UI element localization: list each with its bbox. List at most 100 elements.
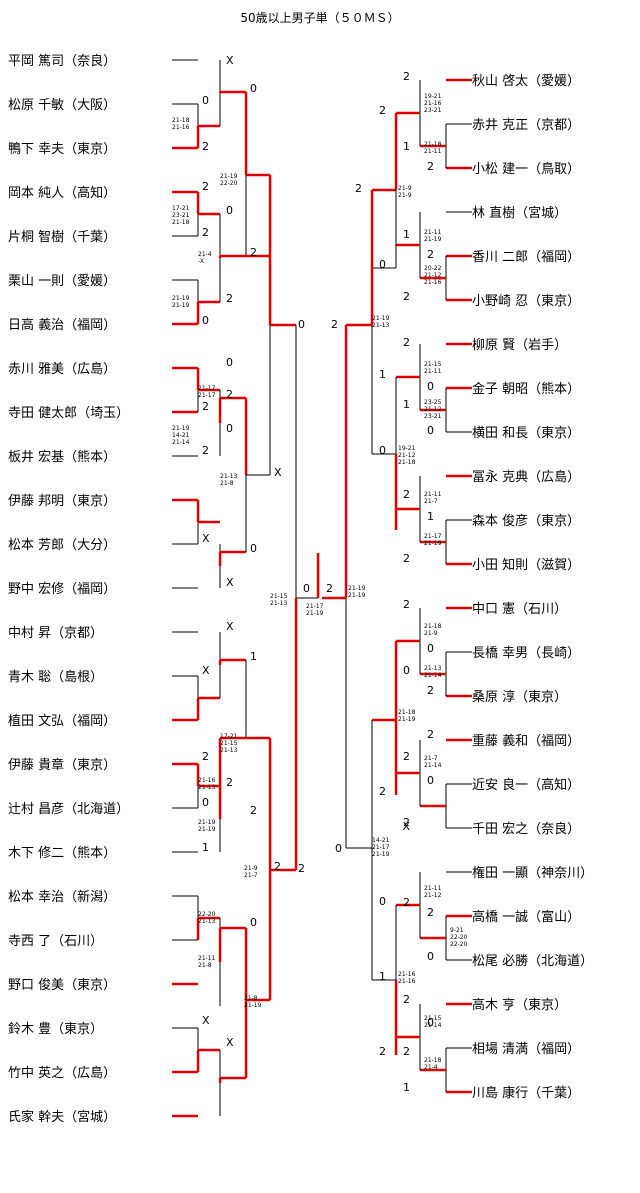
round3-score: 1 xyxy=(379,368,386,381)
player-name-left: 野口 俊美（東京） xyxy=(8,977,116,993)
round1-score: 0 xyxy=(427,642,434,655)
set-score: 23-21 xyxy=(424,413,442,420)
set-score: 21-19 xyxy=(220,173,238,180)
set-score: 14-21 xyxy=(172,432,190,439)
player-name-right: 森本 俊彦（東京） xyxy=(472,513,580,529)
player-name-left: 植田 文弘（福岡） xyxy=(8,714,116,729)
round2-score: 2 xyxy=(403,1045,410,1058)
set-score: 21-19 xyxy=(348,585,366,592)
round1-score: 1 xyxy=(427,510,434,523)
player-name-left: 日高 義治（福岡） xyxy=(8,317,116,333)
player-name-right: 金子 朝昭（熊本） xyxy=(472,381,580,397)
set-score: 21-13 xyxy=(220,473,238,480)
set-score: 21-17 xyxy=(372,844,390,851)
player-name-left: 野中 宏修（福岡） xyxy=(8,582,116,597)
round2-score: 2 xyxy=(427,906,434,919)
player-name-right: 小野崎 忍（東京） xyxy=(472,293,580,309)
round2-score: 2 xyxy=(403,750,410,763)
round3-score: 1 xyxy=(403,1081,410,1094)
round1-score: 1 xyxy=(202,841,209,854)
round1-score: 0 xyxy=(202,796,209,809)
set-score: 21-9 xyxy=(398,185,412,192)
set-score: 21-8 xyxy=(220,480,234,487)
set-score: 21-16 xyxy=(424,279,442,286)
player-name-right: 横田 和長（東京） xyxy=(472,425,580,441)
player-name-left: 鴨下 幸夫（東京） xyxy=(8,141,116,157)
set-score: 21-12 xyxy=(424,272,442,279)
walkover-mark: X xyxy=(202,664,210,677)
final-score-left: 0 xyxy=(303,582,310,595)
player-name-right: 相場 清満（福岡） xyxy=(472,1042,580,1057)
player-name-left: 寺田 健太郎（埼玉） xyxy=(8,406,129,421)
round3-score: 0 xyxy=(250,542,257,555)
player-name-right: 近安 良一（高知） xyxy=(472,777,580,793)
round3-score: 2 xyxy=(379,104,386,117)
round3-score: 2 xyxy=(250,804,257,817)
round1-score: 2 xyxy=(202,444,209,457)
set-score: 21-16 xyxy=(198,777,216,784)
set-score: 21-11 xyxy=(424,229,442,236)
round3-score: 2 xyxy=(250,246,257,259)
set-score: 22-20 xyxy=(450,941,468,948)
set-score: 21-18 xyxy=(398,459,416,466)
set-score: 21-8 xyxy=(198,962,212,969)
set-score: 22-20 xyxy=(198,911,216,918)
set-score: 21-19 xyxy=(372,315,390,322)
set-score: 21-13 xyxy=(372,322,390,329)
round2-score: 0 xyxy=(403,664,410,677)
round1-score: 2 xyxy=(427,160,434,173)
walkover-mark: X xyxy=(226,620,234,633)
player-name-right: 高木 亨（東京） xyxy=(472,997,567,1013)
set-score: 21-14 xyxy=(424,762,442,769)
round2-score: 2 xyxy=(226,292,233,305)
set-score: 21-18 xyxy=(172,219,190,226)
set-score: 22-20 xyxy=(450,934,468,941)
round3-score: 2 xyxy=(274,860,281,873)
set-score: 21-11 xyxy=(424,148,442,155)
round1-score: 2 xyxy=(202,400,209,413)
set-score: 19-21 xyxy=(424,93,442,100)
set-score: 21-11 xyxy=(424,368,442,375)
round3-score: 0 xyxy=(250,82,257,95)
round1-score: 0 xyxy=(427,380,434,393)
set-score: 21-19 xyxy=(172,425,190,432)
bracket-title: 50歳以上男子単（５０ＭＳ） xyxy=(240,11,400,25)
set-score: -X xyxy=(198,258,204,265)
player-name-right: 小田 知則（滋賀） xyxy=(472,557,580,573)
set-score: 21-19 xyxy=(348,592,366,599)
set-score: 21-4 xyxy=(198,251,212,258)
walkover-mark: X xyxy=(202,532,210,545)
round1-score: 2 xyxy=(403,70,410,83)
round1-score: 1 xyxy=(403,140,410,153)
player-name-left: 岡本 純人（高知） xyxy=(8,185,116,201)
set-score: 21-13 xyxy=(198,918,216,925)
set-score: 21-9 xyxy=(424,630,438,637)
set-score: 23-21 xyxy=(172,212,190,219)
set-score: 21-19 xyxy=(372,851,390,858)
player-name-left: 赤川 雅美（広島） xyxy=(8,362,116,377)
set-score: 21-19 xyxy=(244,1002,262,1009)
player-name-left: 平岡 篤司（奈良） xyxy=(8,53,116,69)
set-score: 21-11 xyxy=(424,491,442,498)
set-score: 21-18 xyxy=(424,1057,442,1064)
player-name-right: 赤井 克正（京都） xyxy=(472,118,580,133)
round2-score: 2 xyxy=(226,388,233,401)
player-name-right: 長橋 幸男（長崎） xyxy=(472,646,580,661)
set-score: 17-21 xyxy=(220,733,238,740)
set-score: 21-17 xyxy=(198,385,216,392)
round4-score: 2 xyxy=(298,862,305,875)
round1-score: 0 xyxy=(202,94,209,107)
set-score: 21-11 xyxy=(198,955,216,962)
round2-score: 0 xyxy=(427,774,434,787)
set-score: 21-19 xyxy=(172,302,190,309)
player-name-left: 氏家 幹夫（宮城） xyxy=(8,1109,116,1125)
round3-score: 2 xyxy=(403,552,410,565)
set-score: 20-22 xyxy=(424,265,442,272)
set-score: 21-15 xyxy=(424,361,442,368)
player-name-right: 権田 一顯（神奈川） xyxy=(472,865,593,881)
player-name-right: 千田 宏之（奈良） xyxy=(472,821,580,837)
player-name-right: 高橋 一誠（富山） xyxy=(472,909,580,925)
walkover-mark: X xyxy=(226,54,234,67)
set-score: 21-11 xyxy=(424,885,442,892)
round1-score: 1 xyxy=(403,398,410,411)
